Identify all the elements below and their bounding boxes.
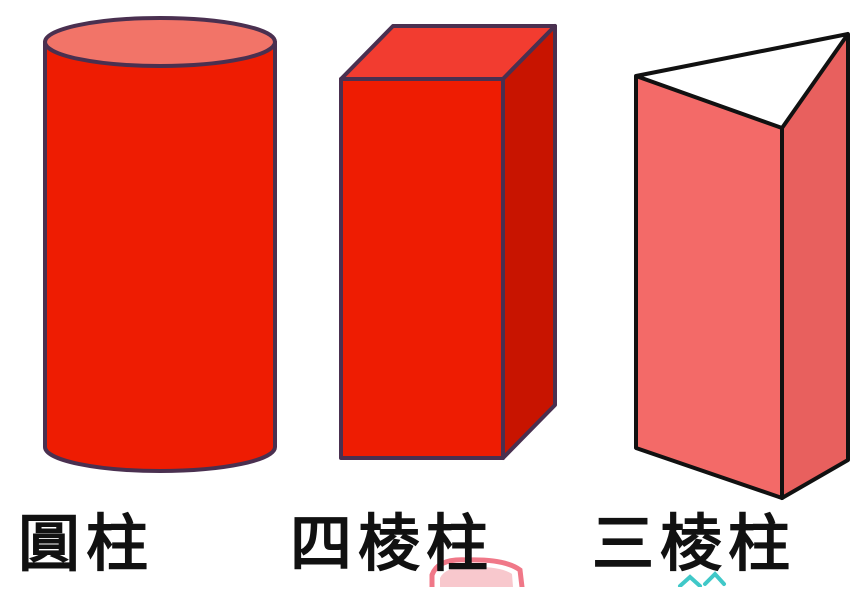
triangular-prism-shape <box>634 32 850 500</box>
cylinder-body <box>43 40 277 473</box>
triangular-prism-front <box>634 74 784 500</box>
square-prism-front <box>339 77 505 460</box>
triangular-prism-label: 三棱柱 <box>592 507 797 580</box>
pink-decoration-mark <box>429 557 525 590</box>
square-prism-label: 四棱柱 <box>290 507 495 580</box>
teal-decoration-mark <box>678 571 726 588</box>
triangular-prism-top-edge <box>635 32 849 78</box>
cylinder-shape <box>43 16 277 473</box>
square-prism-shape <box>339 24 557 460</box>
triangular-prism-side <box>780 32 850 500</box>
square-prism-side <box>501 24 557 460</box>
cylinder-top <box>43 16 277 68</box>
cylinder-label: 圓柱 <box>18 507 155 580</box>
pink-decoration-fill <box>440 566 513 587</box>
